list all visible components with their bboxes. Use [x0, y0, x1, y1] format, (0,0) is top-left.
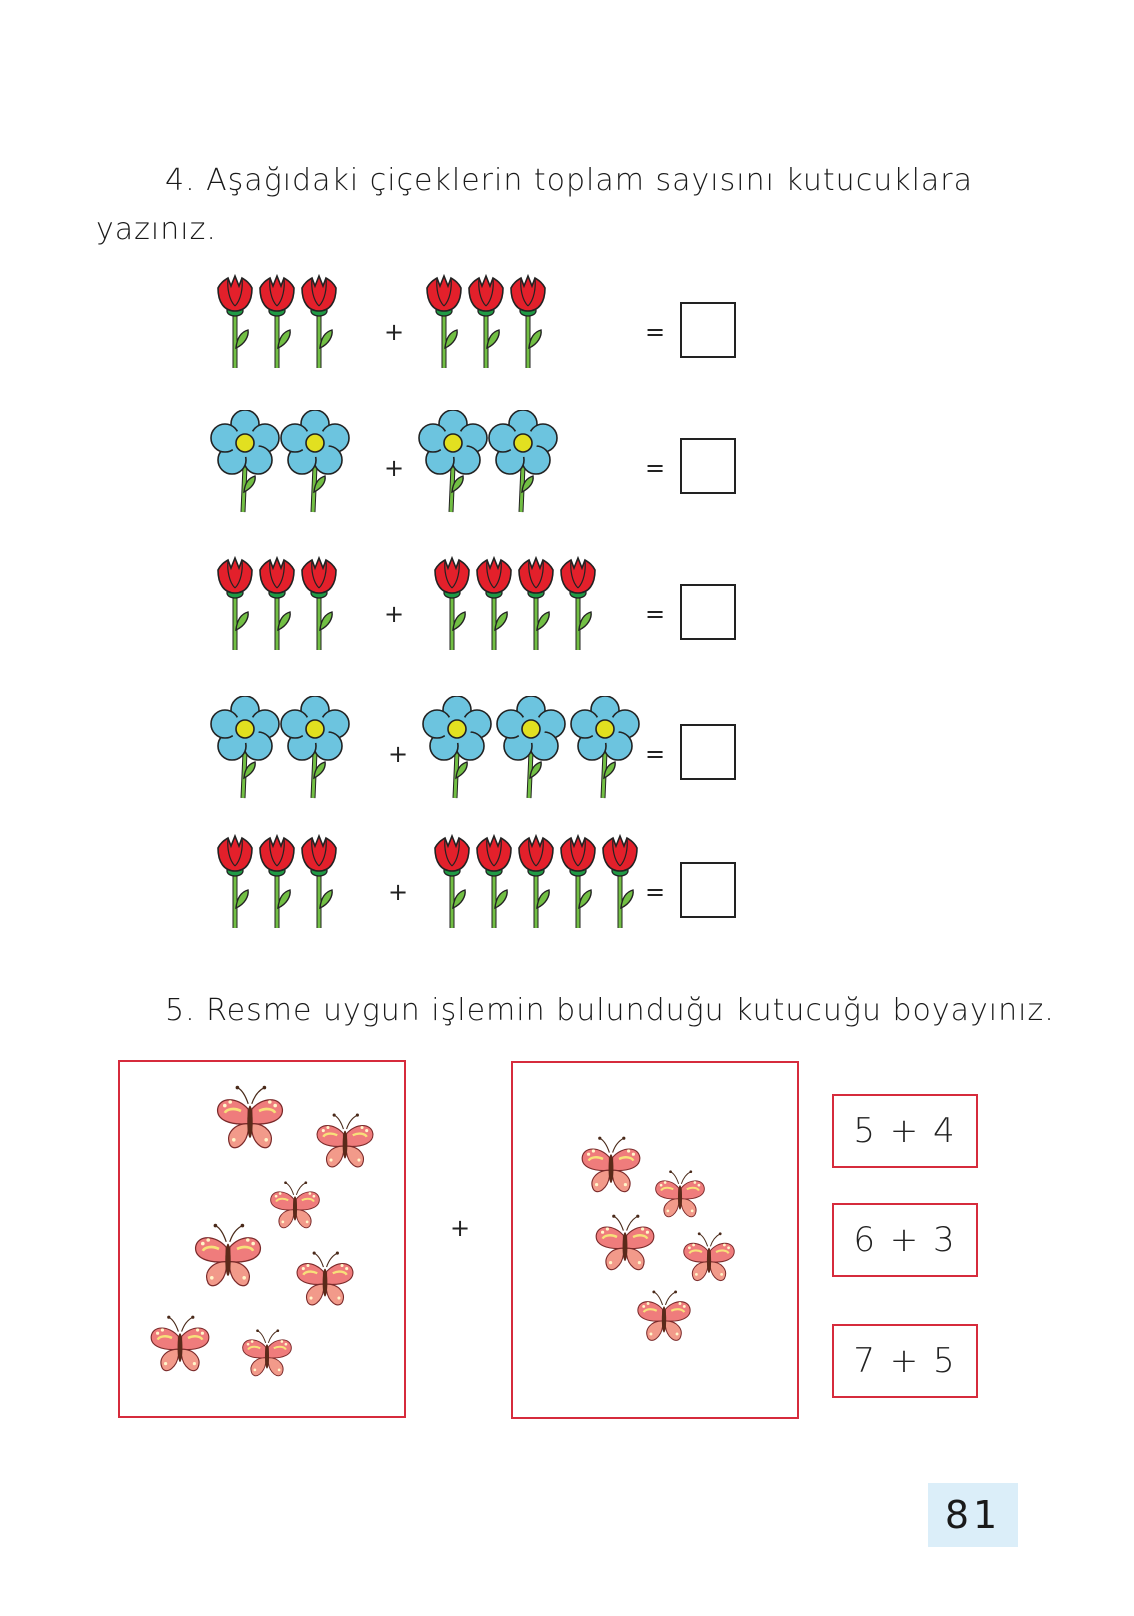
question-4-line-1: 4. Aşağıdaki çiçeklerin toplam sayısını …: [165, 163, 974, 198]
daisy-icon: [422, 696, 492, 800]
answer-box[interactable]: [680, 724, 736, 780]
butterfly-group-left: [118, 1060, 406, 1418]
tulip-icon: [257, 556, 297, 652]
tulip-icon: [257, 834, 297, 930]
butterfly-icon: [268, 1180, 322, 1234]
butterfly-icon: [294, 1250, 356, 1312]
answer-box[interactable]: [680, 584, 736, 640]
daisy-icon: [488, 410, 558, 514]
tulip-icon: [558, 834, 598, 930]
daisy-icon: [418, 410, 488, 514]
tulip-icon: [299, 556, 339, 652]
butterfly-icon: [579, 1135, 643, 1199]
answer-box[interactable]: [680, 302, 736, 358]
tulip-icon: [474, 556, 514, 652]
answer-box[interactable]: [680, 438, 736, 494]
tulip-icon: [215, 274, 255, 370]
tulip-icon: [299, 274, 339, 370]
tulip-icon: [466, 274, 506, 370]
butterfly-icon: [635, 1289, 693, 1347]
daisy-icon: [496, 696, 566, 800]
tulip-icon: [432, 556, 472, 652]
tulip-icon: [257, 274, 297, 370]
tulip-icon: [432, 834, 472, 930]
butterfly-icon: [214, 1084, 286, 1156]
tulip-icon: [299, 834, 339, 930]
daisy-icon: [280, 696, 350, 800]
butterfly-icon: [314, 1112, 376, 1174]
tulip-icon: [516, 556, 556, 652]
equals-sign: =: [645, 318, 666, 346]
equals-sign: =: [645, 878, 666, 906]
equals-sign: =: [645, 600, 666, 628]
daisy-icon: [210, 696, 280, 800]
tulip-icon: [508, 274, 548, 370]
butterfly-icon: [653, 1169, 707, 1223]
tulip-icon: [215, 556, 255, 652]
tulip-icon: [558, 556, 598, 652]
daisy-icon: [210, 410, 280, 514]
tulip-icon: [215, 834, 255, 930]
butterfly-icon: [148, 1314, 212, 1378]
equals-sign: =: [645, 740, 666, 768]
question-4-line-2: yazınız.: [96, 212, 217, 247]
butterfly-icon: [192, 1222, 264, 1294]
daisy-icon: [280, 410, 350, 514]
choice-1-button[interactable]: 5 + 4: [832, 1094, 978, 1168]
page-number: 81: [928, 1483, 1018, 1547]
butterfly-icon: [681, 1231, 737, 1287]
question-5-text: 5. Resme uygun işlemin bulunduğu kutucuğ…: [165, 993, 1055, 1028]
daisy-icon: [570, 696, 640, 800]
tulip-icon: [474, 834, 514, 930]
butterfly-icon: [593, 1213, 657, 1277]
choice-3-button[interactable]: 7 + 5: [832, 1324, 978, 1398]
plus-sign: +: [388, 740, 409, 768]
butterfly-group-right: [511, 1061, 799, 1419]
tulip-icon: [516, 834, 556, 930]
plus-sign: +: [384, 454, 405, 482]
butterfly-icon: [240, 1328, 294, 1382]
plus-sign: +: [384, 600, 405, 628]
plus-sign: +: [450, 1214, 471, 1242]
tulip-icon: [600, 834, 640, 930]
equals-sign: =: [645, 454, 666, 482]
plus-sign: +: [384, 318, 405, 346]
answer-box[interactable]: [680, 862, 736, 918]
tulip-icon: [424, 274, 464, 370]
choice-2-button[interactable]: 6 + 3: [832, 1203, 978, 1277]
plus-sign: +: [388, 878, 409, 906]
